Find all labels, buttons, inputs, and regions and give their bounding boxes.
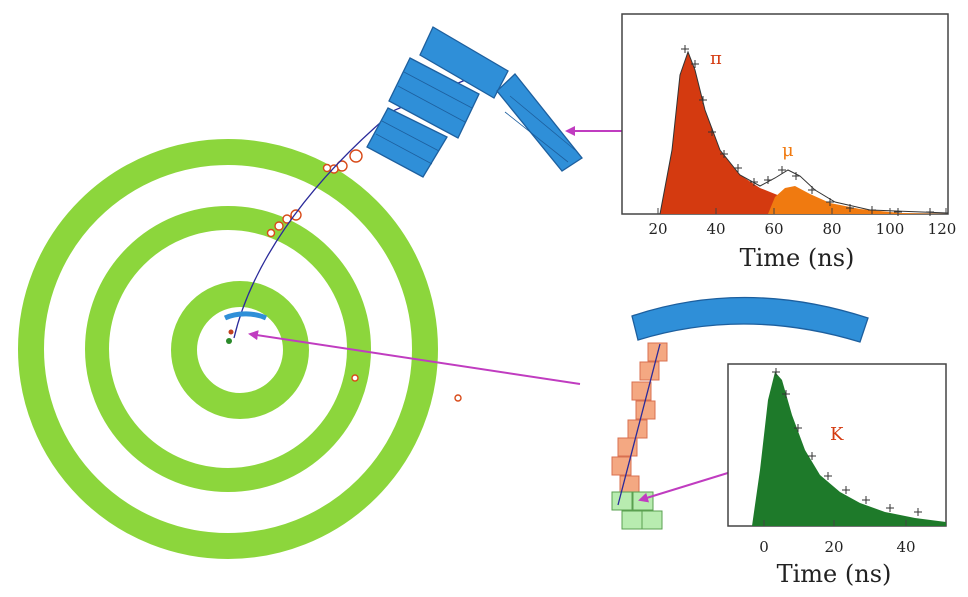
hit-circle (329, 164, 339, 174)
detector-rings (18, 139, 438, 559)
x-tick-label: 40 (706, 220, 725, 238)
hit-circle (266, 228, 276, 238)
pion-peak-area (660, 52, 790, 214)
x-tick-marks (657, 208, 947, 214)
arrow-to-vertex (248, 330, 581, 385)
pion-muon-histogram: π μ 20 40 60 80 100 120 Time (ns) (621, 13, 957, 272)
kaon-decay-area (752, 372, 946, 526)
x-tick-label: 100 (876, 220, 905, 238)
vertex-marker (226, 338, 232, 344)
x-tick-label: 0 (759, 538, 769, 556)
inner-ring (171, 281, 309, 419)
pad (635, 400, 656, 420)
x-tick-label: 20 (648, 220, 667, 238)
hit-circle (322, 163, 332, 173)
x-axis-title: Time (ns) (740, 244, 855, 272)
x-tick-label: 20 (824, 538, 843, 556)
hit-circle (349, 149, 363, 163)
track-hits (266, 149, 462, 402)
vertex-marker (228, 329, 234, 335)
pad (611, 491, 633, 511)
x-tick-marks (763, 520, 907, 526)
inner-arc-track (223, 311, 268, 321)
pad (632, 491, 654, 511)
pad (639, 361, 660, 381)
x-tick-label: 60 (764, 220, 783, 238)
x-tick-label: 80 (822, 220, 841, 238)
pion-label: π (710, 48, 722, 69)
pad-stack (611, 342, 668, 495)
fit-curve (659, 50, 949, 215)
data-points (681, 45, 934, 216)
pad (621, 510, 643, 530)
hit-circle (290, 209, 302, 221)
middle-ring (85, 206, 371, 492)
particle-track (233, 77, 471, 339)
x-axis-title: Time (ns) (777, 560, 892, 588)
outer-ring (18, 139, 438, 559)
muon-label: μ (782, 140, 794, 161)
x-tick-label: 120 (928, 220, 957, 238)
calorimeter-block (419, 26, 509, 99)
x-tick-label: 40 (896, 538, 915, 556)
pad-track (617, 343, 661, 506)
pad (641, 510, 663, 530)
calorimeter-inner-lines (375, 71, 576, 165)
calorimeter-block (366, 107, 448, 178)
calorimeter-block (496, 73, 583, 172)
pad (611, 456, 632, 476)
calorimeter-blocks (366, 26, 583, 178)
muon-peak-area (768, 186, 948, 214)
hit-circle (274, 221, 284, 231)
lower-calorimeter-arc (631, 296, 869, 343)
hit-circle (454, 394, 462, 402)
kaon-label: K (830, 424, 844, 445)
data-points (772, 368, 922, 516)
calorimeter-block (388, 57, 480, 139)
kaon-histogram: K 0 20 40 Time (ns) (727, 363, 947, 588)
hit-circle (351, 374, 359, 382)
